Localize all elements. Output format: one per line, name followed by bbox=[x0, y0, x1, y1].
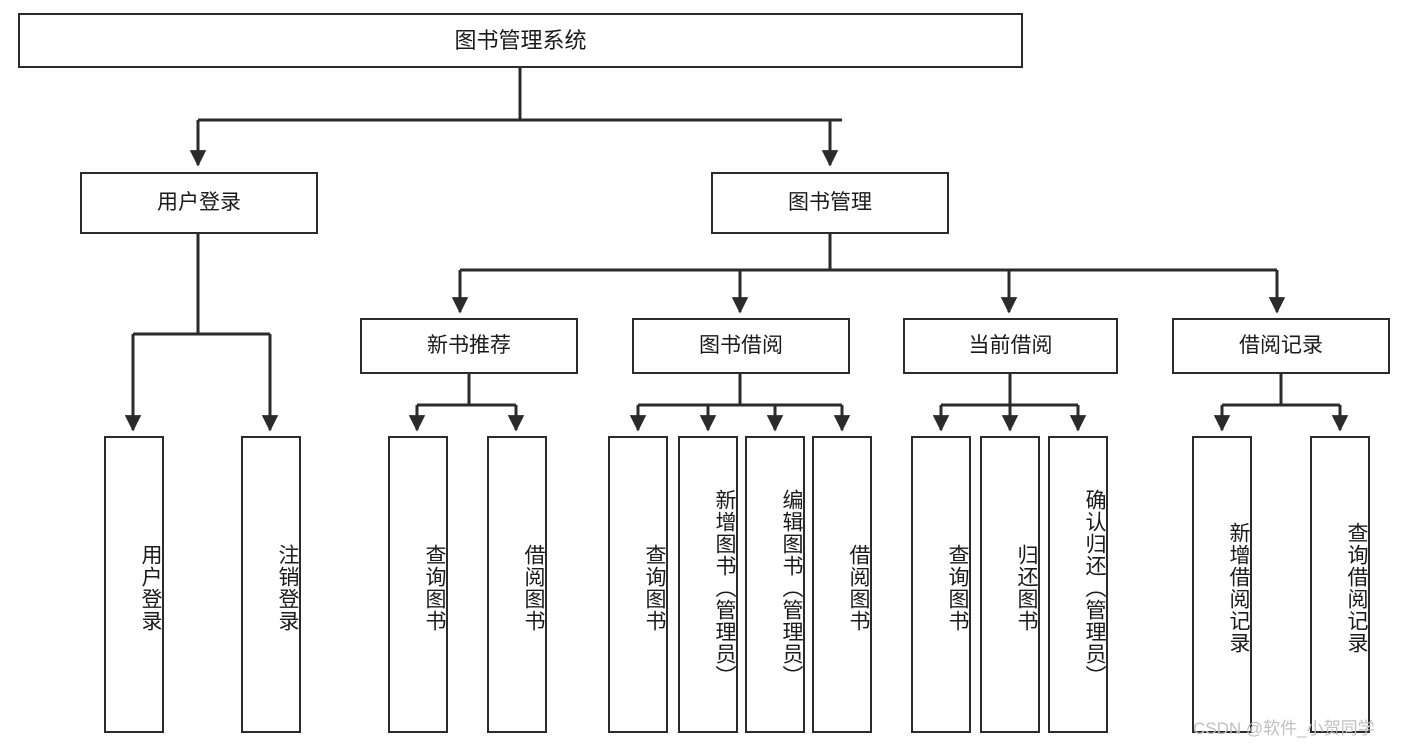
leaf-query-book-recommend[interactable]: 查询图书 bbox=[388, 436, 448, 733]
node-label: 新书推荐 bbox=[427, 333, 511, 357]
node-label: 新增图书（管理员） bbox=[713, 488, 736, 687]
node-label: 图书管理 bbox=[788, 190, 872, 214]
leaf-confirm-return-admin[interactable]: 确认归还（管理员） bbox=[1048, 436, 1108, 733]
node-user-login[interactable]: 用户登录 bbox=[80, 172, 318, 234]
node-label: 查询图书 bbox=[643, 543, 666, 632]
node-label: 查询借阅记录 bbox=[1345, 521, 1368, 654]
node-label: 确认归还（管理员） bbox=[1083, 488, 1106, 687]
leaf-query-book-borrow[interactable]: 查询图书 bbox=[608, 436, 668, 733]
node-root-system[interactable]: 图书管理系统 bbox=[18, 13, 1023, 68]
leaf-logout[interactable]: 注销登录 bbox=[241, 436, 301, 733]
leaf-add-borrow-record[interactable]: 新增借阅记录 bbox=[1192, 436, 1252, 733]
node-current-borrow[interactable]: 当前借阅 bbox=[903, 318, 1118, 374]
node-label: 查询图书 bbox=[946, 543, 969, 632]
node-label: 借阅图书 bbox=[522, 543, 545, 632]
node-label: 注销登录 bbox=[276, 543, 299, 632]
node-new-book-recommend[interactable]: 新书推荐 bbox=[360, 318, 578, 374]
node-book-management[interactable]: 图书管理 bbox=[711, 172, 949, 234]
node-label: 借阅记录 bbox=[1239, 333, 1323, 357]
leaf-user-login[interactable]: 用户登录 bbox=[104, 436, 164, 733]
node-label: 用户登录 bbox=[139, 543, 162, 632]
leaf-add-book-admin[interactable]: 新增图书（管理员） bbox=[678, 436, 738, 733]
node-label: 借阅图书 bbox=[847, 543, 870, 632]
leaf-borrow-book-recommend[interactable]: 借阅图书 bbox=[487, 436, 547, 733]
node-label: 查询图书 bbox=[423, 543, 446, 632]
node-book-borrow[interactable]: 图书借阅 bbox=[632, 318, 850, 374]
node-label: 新增借阅记录 bbox=[1227, 521, 1250, 654]
leaf-borrow-book[interactable]: 借阅图书 bbox=[812, 436, 872, 733]
node-label: 编辑图书（管理员） bbox=[780, 488, 803, 687]
leaf-return-book[interactable]: 归还图书 bbox=[980, 436, 1040, 733]
node-label: 图书管理系统 bbox=[454, 27, 587, 53]
node-label: 当前借阅 bbox=[968, 333, 1053, 357]
leaf-edit-book-admin[interactable]: 编辑图书（管理员） bbox=[745, 436, 805, 733]
leaf-query-borrow-record[interactable]: 查询借阅记录 bbox=[1310, 436, 1370, 733]
node-label: 归还图书 bbox=[1015, 543, 1038, 632]
leaf-query-book-current[interactable]: 查询图书 bbox=[911, 436, 971, 733]
node-borrow-records[interactable]: 借阅记录 bbox=[1172, 318, 1390, 374]
node-label: 图书借阅 bbox=[699, 333, 783, 357]
node-label: 用户登录 bbox=[157, 190, 241, 214]
